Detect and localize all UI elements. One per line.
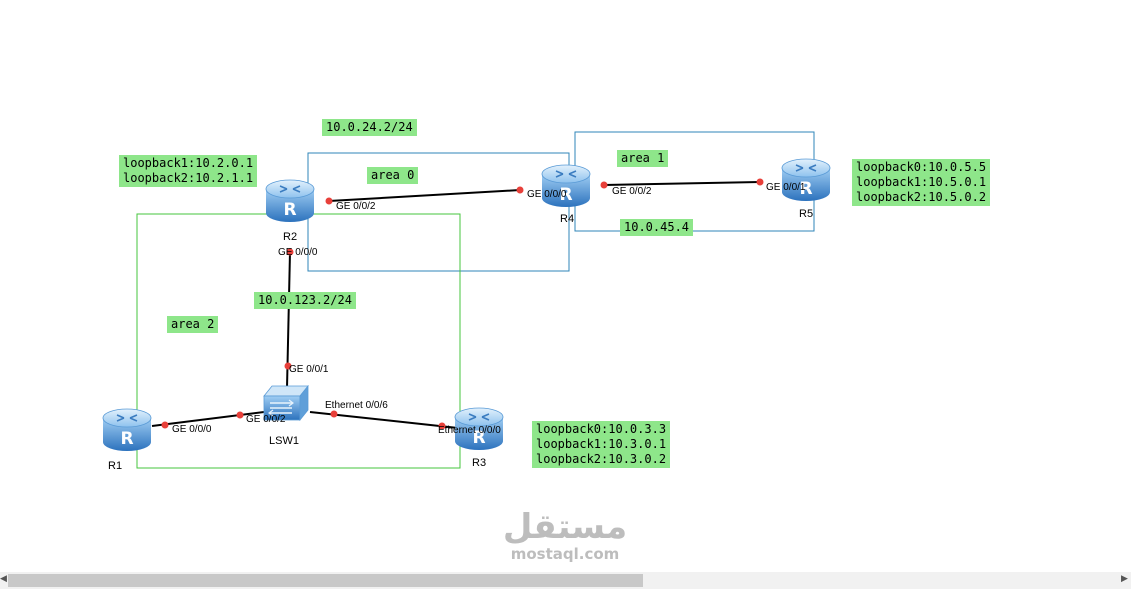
router-r4-glyph: R [559,185,572,205]
router-r3-icon[interactable]: R [454,407,504,450]
device-name-r4: R4 [560,213,575,225]
link-r4-r5[interactable] [603,181,761,186]
port-label-r2-ge002: GE 0/0/2 [336,201,376,212]
area-2-label: area 2 [167,316,219,333]
port-dot-r4-ge002[interactable] [600,181,608,189]
device-name-r1: R1 [108,460,123,472]
port-label-lsw-ge001: GE 0/0/1 [289,364,329,375]
port-dot-r1-ge000[interactable] [161,421,169,429]
loopback-r3-line-1: loopback0:10.0.3.3 [536,422,667,436]
port-dot-r4-ge000[interactable] [516,186,524,194]
link-r1-lsw1[interactable] [151,411,265,427]
port-dot-r2-ge002[interactable] [325,197,333,205]
router-r1-icon[interactable]: R [102,408,152,451]
port-label-lsw-eth006: Ethernet 0/0/6 [325,400,388,411]
switch-lsw1-icon[interactable] [263,384,309,422]
device-name-r3: R3 [472,457,487,469]
link-r2-r4[interactable] [328,189,521,202]
horizontal-scrollbar[interactable]: ◀ ▶ [0,572,1131,589]
loopback-r3-line-3: loopback2:10.3.0.2 [536,452,667,466]
port-label-r3-eth000: Ethernet 0/0/0 [438,425,501,436]
router-r4-icon[interactable]: R [541,164,591,207]
router-r3-glyph: R [472,428,485,448]
port-dot-r2-ge000[interactable] [286,248,294,256]
device-name-r5: R5 [799,208,814,220]
area-0-label: area 0 [367,167,419,184]
watermark-arabic: مستقل [502,507,628,547]
port-dot-r3-eth000[interactable] [438,422,446,430]
device-name-lsw1: LSW1 [269,435,299,447]
area-1-label: area 1 [617,150,669,167]
router-r1-glyph: R [120,429,133,449]
loopback-r2-line-2: loopback2:10.2.1.1 [123,171,254,185]
router-r2-icon[interactable]: R [265,179,315,222]
device-name-r2: R2 [283,231,298,243]
area-0-boundary [307,152,570,272]
loopback-r2-line-1: loopback1:10.2.0.1 [123,156,254,170]
watermark-logo: مستقل mostaql.com [490,508,640,562]
port-dot-lsw-ge001[interactable] [284,362,292,370]
network-label-r2-r4: 10.0.24.2/24 [322,119,417,136]
loopback-r5-line-1: loopback0:10.0.5.5 [856,160,987,174]
scroll-right-icon[interactable]: ▶ [1121,574,1128,584]
port-label-r2-ge000: GE 0/0/0 [278,247,318,258]
router-r5-glyph: R [799,179,812,199]
scrollbar-thumb[interactable] [8,574,643,587]
port-label-r4-ge000: GE 0/0/0 [527,189,567,200]
port-label-r4-ge002: GE 0/0/2 [612,186,652,197]
router-r2-glyph: R [283,200,296,220]
network-label-r2-lsw: 10.0.123.2/24 [254,292,356,309]
watermark-latin: mostaql.com [510,545,620,563]
loopback-r5-line-3: loopback2:10.5.0.2 [856,190,987,204]
router-r5-icon[interactable]: R [781,158,831,201]
port-label-lsw-ge002: GE 0/0/2 [246,414,286,425]
port-label-r5-ge001: GE 0/0/1 [766,182,806,193]
port-dot-lsw-eth006[interactable] [330,410,338,418]
port-label-r1-ge000: GE 0/0/0 [172,424,212,435]
port-dot-lsw-ge002[interactable] [236,411,244,419]
port-dot-r5-ge001[interactable] [756,178,764,186]
network-label-r4-r5: 10.0.45.4 [620,219,694,236]
loopback-r5-line-2: loopback1:10.5.0.1 [856,175,987,189]
loopback-r3-line-2: loopback1:10.3.0.1 [536,437,667,451]
scroll-left-icon[interactable]: ◀ [0,574,7,584]
